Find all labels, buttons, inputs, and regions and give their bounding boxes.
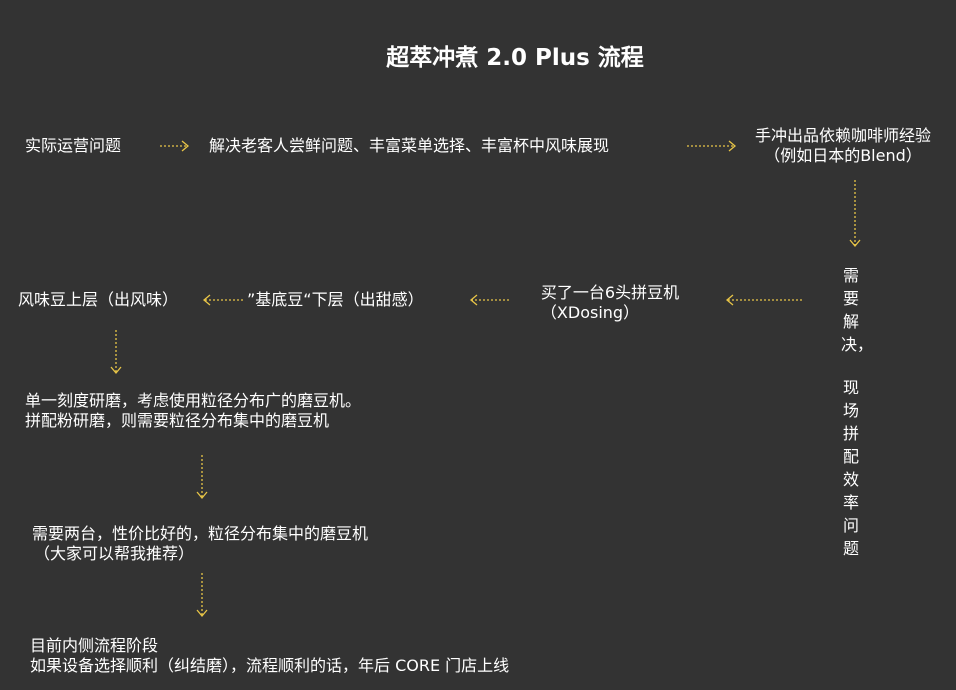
node-flavor-bean: 风味豆上层（出风味） (18, 290, 179, 309)
node-bought-line2: （XDosing） (540, 303, 640, 322)
arrow-flavor-to-grind (110, 330, 122, 375)
node-grind-line2: 拼配粉研磨，则需要粒径分布集中的磨豆机 (25, 411, 330, 430)
node-pour-over-line2: （例如日本的Blend） (764, 146, 922, 165)
node-pour-over-line1: 手冲出品依赖咖啡师经验 (754, 126, 931, 145)
arrow-ops-to-goal (160, 140, 190, 152)
arrow-need-to-bought (725, 294, 802, 306)
arrow-grind-to-needtwo (196, 455, 208, 500)
node-stage: 目前内侧流程阶段 如果设备选择顺利（纠结磨），流程顺利的话，年后 CORE 门店… (30, 636, 509, 676)
arrow-needtwo-to-stage (196, 573, 208, 618)
arrow-bought-to-base (469, 294, 509, 306)
node-pour-over: 手冲出品依赖咖啡师经验 （例如日本的Blend） (738, 126, 948, 166)
node-bought: 买了一台6头拼豆机 （XDosing） (520, 283, 700, 323)
arrow-pourover-to-need (849, 180, 861, 248)
node-solve-goal: 解决老客人尝鲜问题、丰富菜单选择、丰富杯中风味展现 (209, 136, 610, 155)
node-need-two: 需要两台，性价比好的，粒径分布集中的磨豆机 （大家可以帮我推荐） (32, 524, 368, 564)
node-grind: 单一刻度研磨，考虑使用粒径分布广的磨豆机。 拼配粉研磨，则需要粒径分布集中的磨豆… (25, 391, 361, 431)
node-base-bean: ”基底豆“下层（出甜感） (247, 290, 424, 309)
node-bought-line1: 买了一台6头拼豆机 (540, 283, 680, 302)
diagram-title: 超萃冲煮 2.0 Plus 流程 (386, 45, 644, 71)
node-blend-efficiency: 现场拼配效率问题 (842, 378, 859, 558)
node-grind-line1: 单一刻度研磨，考虑使用粒径分布广的磨豆机。 (25, 391, 362, 410)
node-need-two-line2: （大家可以帮我推荐） (34, 544, 195, 563)
node-stage-line1: 目前内侧流程阶段 (30, 636, 159, 655)
node-stage-line2: 如果设备选择顺利（纠结磨），流程顺利的话，年后 CORE 门店上线 (30, 656, 510, 675)
node-ops-problem: 实际运营问题 (25, 136, 122, 155)
node-need-two-line1: 需要两台，性价比好的，粒径分布集中的磨豆机 (32, 524, 369, 543)
arrow-base-to-flavor (202, 294, 243, 306)
arrow-goal-to-pourover (687, 140, 737, 152)
